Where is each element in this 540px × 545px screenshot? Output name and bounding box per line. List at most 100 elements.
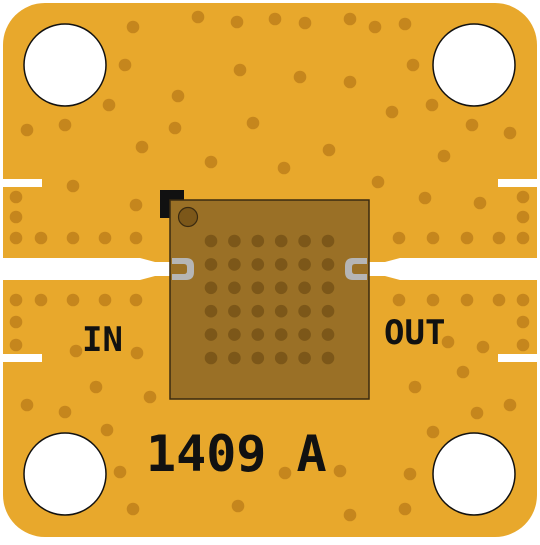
via-icon <box>470 406 484 420</box>
via-icon <box>473 196 487 210</box>
via-icon <box>231 499 245 513</box>
via-icon <box>385 105 399 119</box>
via-icon <box>113 465 127 479</box>
via-icon <box>9 210 23 224</box>
via-icon <box>322 143 336 157</box>
chip-pad <box>274 234 288 248</box>
via-icon <box>298 16 312 30</box>
via-icon <box>191 10 205 24</box>
chip-pad <box>321 304 335 318</box>
chip-pad <box>204 304 218 318</box>
via-icon <box>371 175 385 189</box>
via-icon <box>66 179 80 193</box>
via-icon <box>437 149 451 163</box>
via-icon <box>58 118 72 132</box>
mounting-hole-icon <box>432 23 516 107</box>
chip-pad <box>298 281 311 295</box>
via-icon <box>9 231 23 245</box>
via-icon <box>408 380 422 394</box>
chip-pad <box>274 351 288 365</box>
via-icon <box>143 390 157 404</box>
chip-pad <box>228 281 241 295</box>
pin1-dot-icon <box>177 206 199 228</box>
chip-package <box>169 199 370 400</box>
chip-pad <box>228 351 241 365</box>
via-icon <box>465 118 479 132</box>
via-icon <box>34 293 48 307</box>
via-icon <box>230 15 244 29</box>
via-icon <box>368 20 382 34</box>
via-icon <box>392 231 406 245</box>
via-icon <box>268 12 282 26</box>
chip-pad <box>204 328 218 341</box>
chip-pad <box>321 328 335 341</box>
via-icon <box>441 335 455 349</box>
via-icon <box>425 98 439 112</box>
chip-pad <box>321 258 335 271</box>
via-icon <box>516 210 530 224</box>
via-icon <box>233 63 247 77</box>
chip-pad <box>298 351 311 365</box>
chip-pad <box>298 304 311 318</box>
gap-line-left-lower <box>0 354 42 362</box>
via-icon <box>516 315 530 329</box>
chip-pad <box>321 234 335 248</box>
via-icon <box>171 89 185 103</box>
via-icon <box>58 405 72 419</box>
chip-pad <box>228 258 241 271</box>
chip-pad <box>204 351 218 365</box>
via-icon <box>333 464 347 478</box>
via-icon <box>398 502 412 516</box>
via-icon <box>118 58 132 72</box>
chip-pad <box>251 328 265 341</box>
chip-pad <box>204 234 218 248</box>
chip-pad <box>204 258 218 271</box>
chip-pad <box>251 304 265 318</box>
via-icon <box>98 231 112 245</box>
via-icon <box>129 293 143 307</box>
via-icon <box>277 161 291 175</box>
mounting-holes <box>23 23 516 516</box>
via-icon <box>126 502 140 516</box>
chip-pad <box>228 304 241 318</box>
output-bond-pad <box>345 258 367 280</box>
via-icon <box>460 293 474 307</box>
chip-pad <box>274 328 288 341</box>
via-icon <box>503 398 517 412</box>
via-icon <box>278 466 292 480</box>
chip-pad <box>298 258 311 271</box>
chip-pad <box>298 234 311 248</box>
via-icon <box>69 344 83 358</box>
via-icon <box>9 293 23 307</box>
chip-pad <box>321 351 335 365</box>
via-icon <box>89 380 103 394</box>
input-trace <box>0 258 180 280</box>
chip-pad-grid <box>204 234 335 365</box>
chip-pad <box>251 351 265 365</box>
via-icon <box>516 190 530 204</box>
via-icon <box>398 17 412 31</box>
mounting-hole-icon <box>23 432 107 516</box>
via-icon <box>126 20 140 34</box>
via-icon <box>20 123 34 137</box>
rf-traces <box>0 179 540 362</box>
via-icon <box>168 121 182 135</box>
input-bond-pad <box>172 258 194 280</box>
via-icon <box>426 293 440 307</box>
mounting-hole-icon <box>23 23 107 107</box>
via-icon <box>492 293 506 307</box>
via-icon <box>130 346 144 360</box>
part-marking-label: 1409 A <box>146 425 327 483</box>
via-icon <box>492 231 506 245</box>
via-icon <box>426 231 440 245</box>
via-icon <box>476 340 490 354</box>
chip-pad <box>274 281 288 295</box>
via-icon <box>66 231 80 245</box>
chip-pad <box>251 258 265 271</box>
chip-pad <box>298 328 311 341</box>
via-icon <box>503 126 517 140</box>
via-icon <box>293 70 307 84</box>
pin1-marker-icon <box>160 190 184 218</box>
